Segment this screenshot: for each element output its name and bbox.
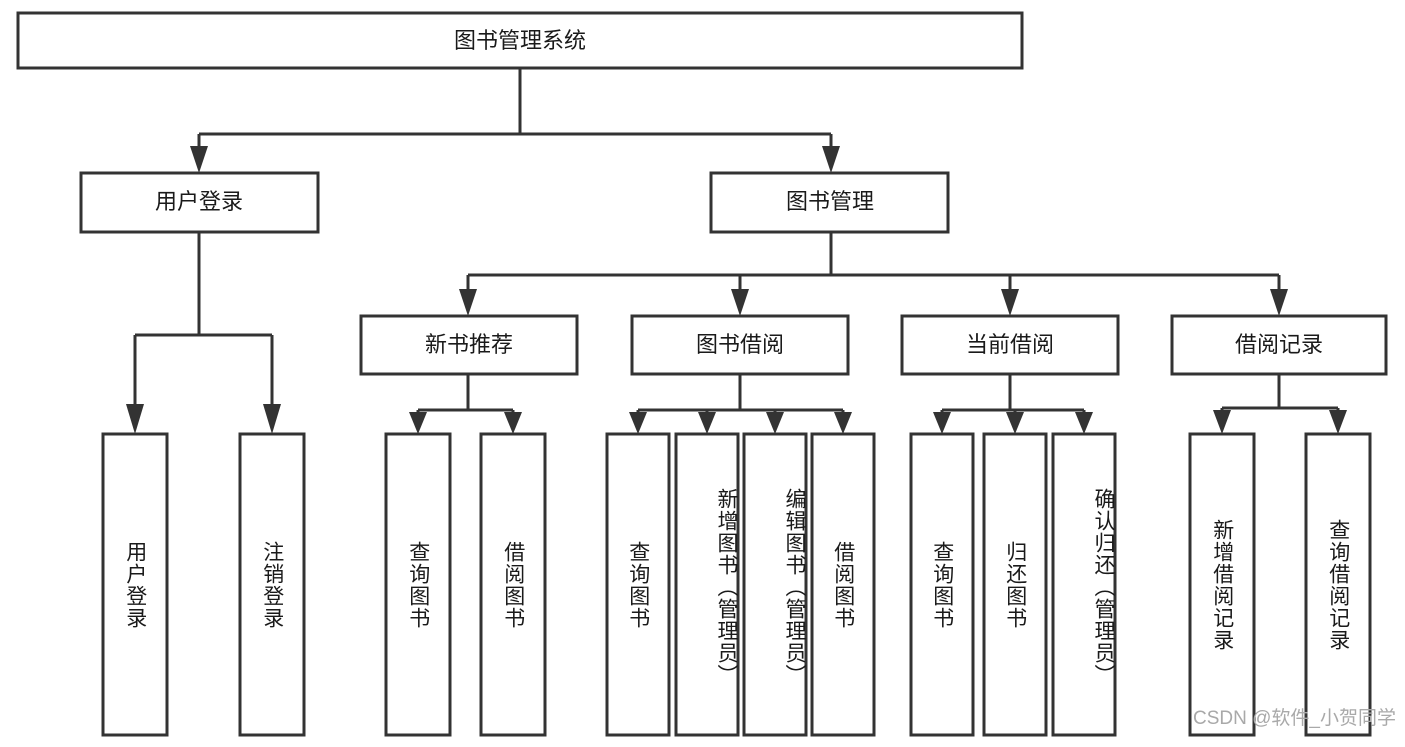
- arrow-head-leaf-user-login: [126, 404, 144, 434]
- arrow-head-bb-leaf-2: [698, 412, 716, 434]
- node-book-management[interactable]: 图书管理: [709, 171, 950, 234]
- node-book-borrow-label: 图书借阅: [696, 332, 784, 357]
- node-root-box[interactable]: [16, 11, 1024, 70]
- leaf-boxes: [101, 432, 1372, 737]
- leaf-box-edit-book-admin[interactable]: [742, 432, 808, 737]
- arrow-head-nbr-leaf-2: [504, 412, 522, 434]
- leaf-box-logout[interactable]: [238, 432, 306, 737]
- leaf-box-confirm-return-admin[interactable]: [1051, 432, 1117, 737]
- arrow-head-bb-leaf-4: [834, 412, 852, 434]
- arrow-head-bb-leaf-3: [766, 412, 784, 434]
- node-borrow-record-label: 借阅记录: [1235, 332, 1323, 357]
- node-root[interactable]: 图书管理系统: [16, 11, 1024, 70]
- leaf-box-query-book-bb[interactable]: [605, 432, 671, 737]
- node-user-login[interactable]: 用户登录: [79, 171, 320, 234]
- arrow-head-user-login: [190, 146, 208, 173]
- node-current-borrow[interactable]: 当前借阅: [900, 314, 1120, 376]
- node-user-login-box[interactable]: [79, 171, 320, 234]
- node-book-management-box[interactable]: [709, 171, 950, 234]
- node-root-label: 图书管理系统: [454, 28, 586, 53]
- node-user-login-label: 用户登录: [155, 189, 243, 214]
- leaf-box-add-borrow-record[interactable]: [1188, 432, 1256, 737]
- leaf-box-add-book-admin[interactable]: [674, 432, 740, 737]
- node-new-book-recommend-label: 新书推荐: [425, 332, 513, 357]
- arrow-head-book-mgmt: [822, 146, 840, 173]
- arrow-head-bb-leaf-1: [629, 412, 647, 434]
- arrow-head-current-borrow: [1001, 289, 1019, 316]
- node-borrow-record[interactable]: 借阅记录: [1170, 314, 1388, 376]
- node-book-management-label: 图书管理: [786, 189, 874, 214]
- leaf-box-query-book-nbr[interactable]: [384, 432, 452, 737]
- arrow-head-br-leaf-1: [1213, 410, 1231, 434]
- node-book-borrow-box[interactable]: [630, 314, 850, 376]
- arrow-head-cb-leaf-1: [933, 412, 951, 434]
- node-new-book-recommend-box[interactable]: [359, 314, 579, 376]
- connector-layer: [126, 68, 1347, 434]
- leaf-box-query-book-cb[interactable]: [909, 432, 975, 737]
- node-book-borrow[interactable]: 图书借阅: [630, 314, 850, 376]
- leaf-box-return-book[interactable]: [982, 432, 1048, 737]
- node-borrow-record-box[interactable]: [1170, 314, 1388, 376]
- leaf-box-query-borrow-record[interactable]: [1304, 432, 1372, 737]
- arrow-head-cb-leaf-3: [1075, 412, 1093, 434]
- arrow-head-nbr-leaf-1: [409, 412, 427, 434]
- arrow-head-borrow-record: [1270, 289, 1288, 316]
- arrow-head-br-leaf-2: [1329, 410, 1347, 434]
- leaf-box-user-login[interactable]: [101, 432, 169, 737]
- node-current-borrow-box[interactable]: [900, 314, 1120, 376]
- leaf-box-borrow-book-bb[interactable]: [810, 432, 876, 737]
- node-current-borrow-label: 当前借阅: [966, 332, 1054, 357]
- arrow-head-cb-leaf-2: [1006, 412, 1024, 434]
- csdn-watermark: CSDN @软件_小贺同学: [1193, 708, 1396, 729]
- arrow-head-book-borrow: [731, 289, 749, 316]
- node-new-book-recommend[interactable]: 新书推荐: [359, 314, 579, 376]
- arrow-head-new-book-rec: [459, 289, 477, 316]
- arrow-head-leaf-logout: [263, 404, 281, 434]
- leaf-box-borrow-book-nbr[interactable]: [479, 432, 547, 737]
